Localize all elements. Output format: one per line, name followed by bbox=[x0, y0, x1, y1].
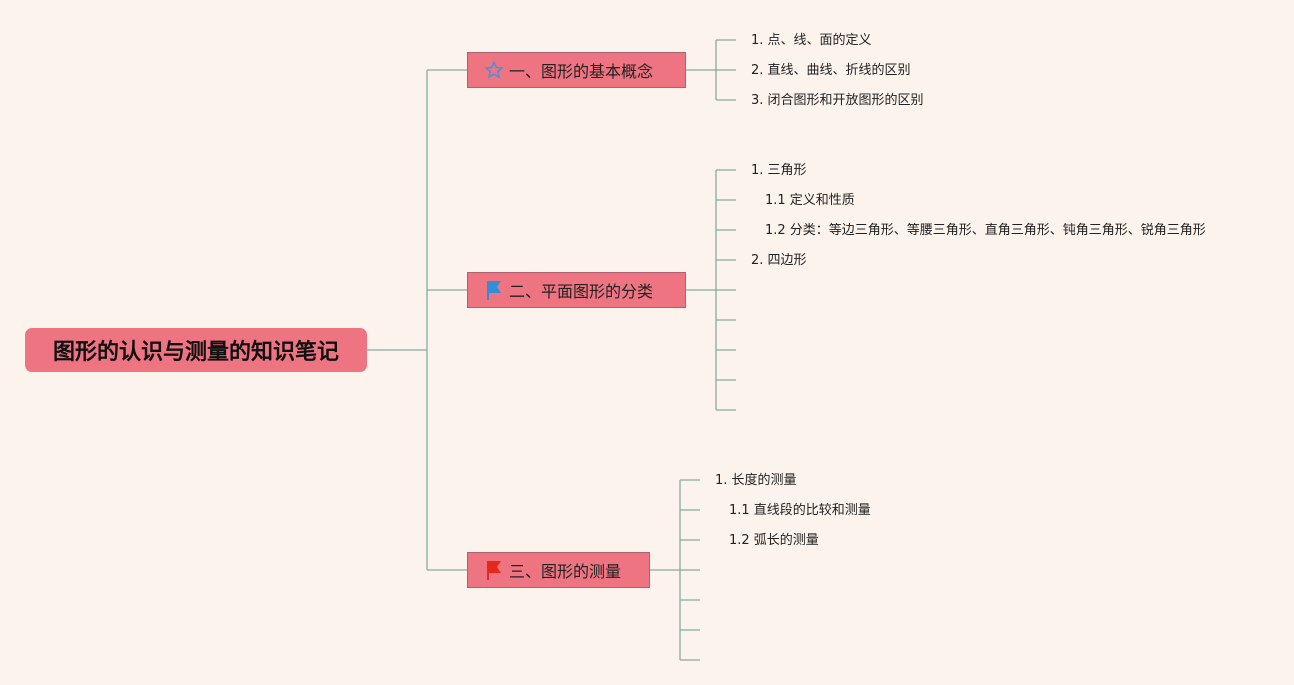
red-flag-icon bbox=[483, 559, 505, 581]
list-item[interactable]: 1.2 弧长的测量 bbox=[729, 533, 819, 548]
root-title: 图形的认识与测量的知识笔记 bbox=[52, 340, 339, 365]
list-item[interactable]: 1. 三角形 bbox=[751, 163, 807, 178]
branch-label: 一、图形的基本概念 bbox=[509, 62, 654, 81]
branch-label: 三、图形的测量 bbox=[509, 562, 622, 581]
branch-node-plane-figures[interactable]: 二、平面图形的分类 bbox=[467, 272, 686, 308]
list-item[interactable]: 3. 闭合图形和开放图形的区别 bbox=[751, 93, 924, 108]
branch2-ticks bbox=[716, 169, 736, 411]
root-node[interactable]: 图形的认识与测量的知识笔记 bbox=[25, 328, 367, 372]
branch-label: 二、平面图形的分类 bbox=[509, 282, 654, 301]
list-item[interactable]: 2. 四边形 bbox=[751, 253, 807, 268]
branch-node-basic-concepts[interactable]: 一、图形的基本概念 bbox=[467, 52, 686, 88]
branch1-ticks bbox=[716, 39, 736, 101]
list-item[interactable]: 1.1 定义和性质 bbox=[765, 193, 855, 208]
list-item[interactable]: 1.1 直线段的比较和测量 bbox=[729, 503, 871, 518]
blue-flag-icon bbox=[483, 279, 505, 301]
list-item[interactable]: 1. 点、线、面的定义 bbox=[751, 33, 872, 48]
list-item[interactable]: 1.2 分类：等边三角形、等腰三角形、直角三角形、钝角三角形、锐角三角形 bbox=[765, 223, 1206, 238]
star-outline-icon bbox=[483, 59, 505, 81]
list-item[interactable]: 1. 长度的测量 bbox=[715, 473, 797, 488]
branch-node-measurement[interactable]: 三、图形的测量 bbox=[467, 552, 650, 588]
branch3-ticks bbox=[680, 479, 700, 661]
list-item[interactable]: 2. 直线、曲线、折线的区别 bbox=[751, 63, 911, 78]
